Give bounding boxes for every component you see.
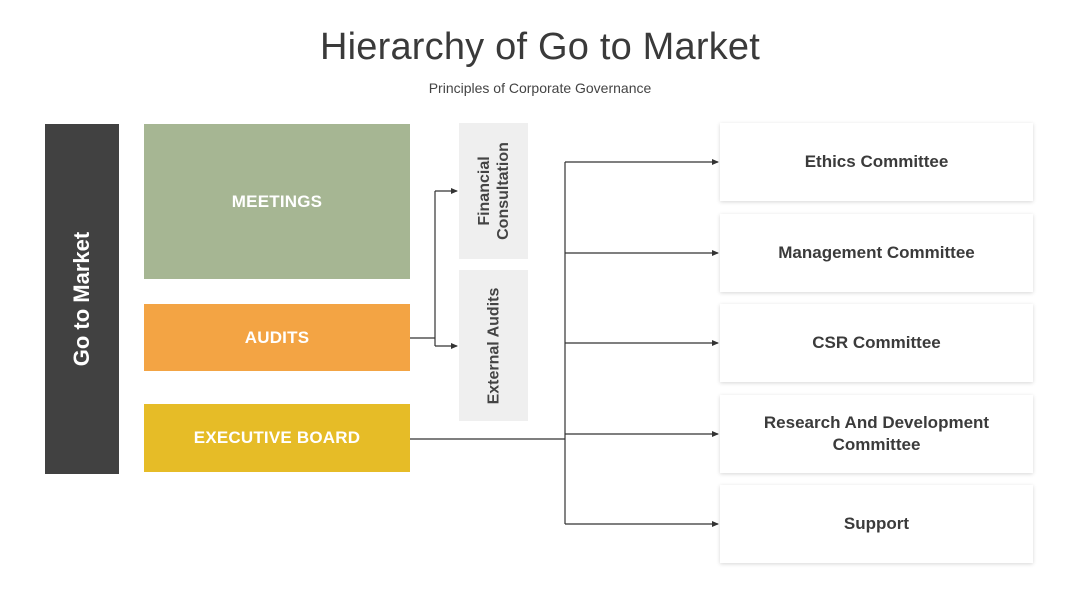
executive-board-label: EXECUTIVE BOARD — [193, 428, 361, 447]
page-title: Hierarchy of Go to Market — [319, 26, 761, 68]
support-label: Support — [843, 514, 910, 533]
ethics-committee-label: Ethics Committee — [804, 152, 949, 171]
audits-block: AUDITS — [144, 304, 410, 371]
csr-committee-label: CSR Committee — [812, 333, 941, 352]
side-bar: Go to Market — [45, 124, 119, 474]
meetings-block: MEETINGS — [144, 124, 410, 279]
csr-committee-box: CSR Committee — [720, 304, 1033, 382]
support-box: Support — [720, 485, 1033, 563]
audits-label: AUDITS — [244, 327, 310, 347]
rnd-committee-box: Research And Development Committee — [720, 395, 1033, 473]
financial-consultation-box: Financial Consultation — [459, 123, 528, 259]
rnd-committee-label: Research And Development Committee — [763, 413, 990, 454]
meetings-label: MEETINGS — [231, 191, 323, 211]
external-audits-box: External Audits — [459, 270, 528, 421]
management-committee-label: Management Committee — [778, 243, 975, 262]
executive-board-block: EXECUTIVE BOARD — [144, 404, 410, 472]
ethics-committee-box: Ethics Committee — [720, 123, 1033, 201]
management-committee-box: Management Committee — [720, 214, 1033, 292]
page-subtitle: Principles of Corporate Governance — [428, 80, 652, 96]
